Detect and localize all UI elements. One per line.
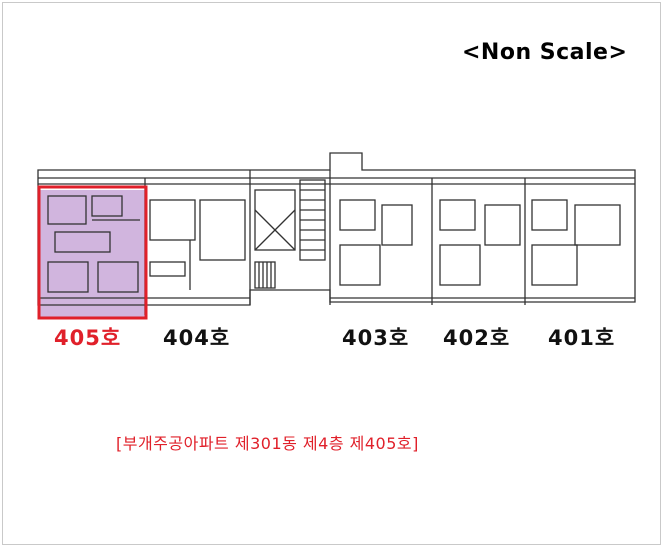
- unit-label-404: 404호: [163, 326, 231, 350]
- scale-note: <Non Scale>: [462, 40, 628, 65]
- unit-label-401: 401호: [548, 326, 616, 350]
- highlighted-unit-outline: [37, 185, 148, 320]
- unit-label-402: 402호: [443, 326, 511, 350]
- unit-label-403: 403호: [342, 326, 410, 350]
- caption: [부개주공아파트 제301동 제4층 제405호]: [116, 434, 419, 453]
- unit-label-405: 405호: [54, 326, 122, 350]
